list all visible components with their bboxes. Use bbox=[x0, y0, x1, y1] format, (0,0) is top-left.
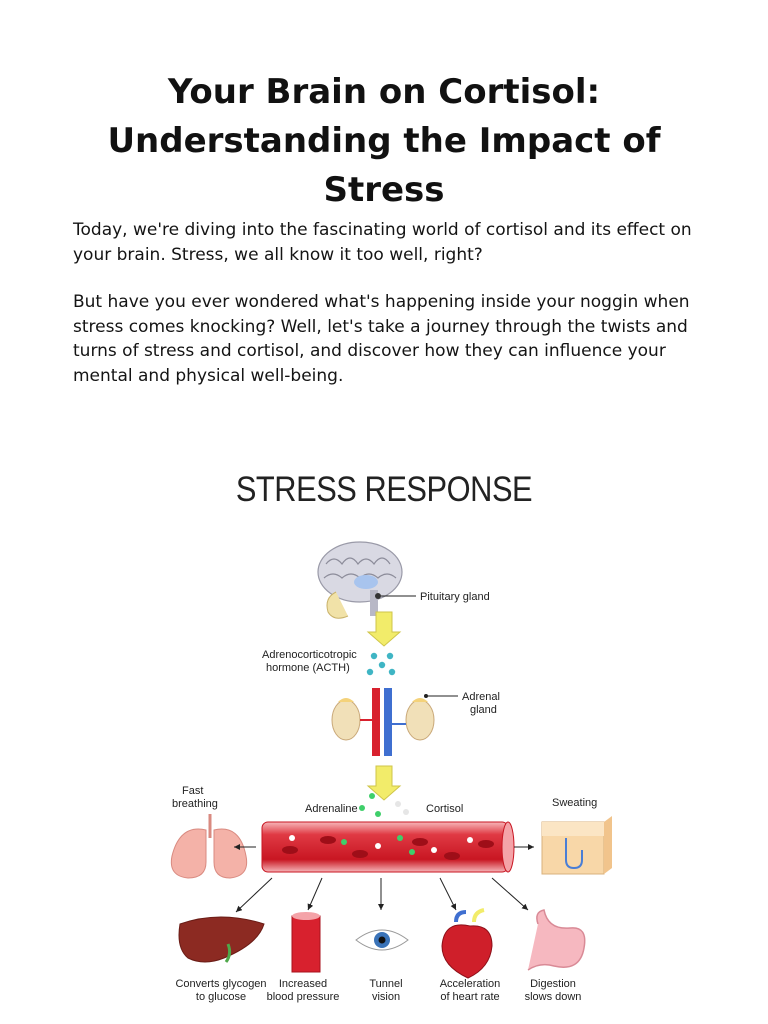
blood-vessel bbox=[261, 821, 515, 873]
effect-label: Tunnel bbox=[369, 978, 402, 990]
effect-label: Digestion bbox=[530, 978, 576, 990]
stress-response-diagram: Pituitary gland Adrenocorticotropic horm… bbox=[170, 541, 612, 1003]
effect-label: Converts glycogen bbox=[175, 978, 266, 990]
brain-icon bbox=[317, 541, 403, 619]
adrenal-gland-icon bbox=[331, 688, 435, 756]
article-title: Your Brain on Cortisol: Understanding th… bbox=[107, 72, 661, 210]
down-arrow-icon bbox=[366, 611, 402, 647]
artery-icon bbox=[291, 912, 321, 973]
down-arrow-icon bbox=[366, 765, 402, 801]
effect-arrows bbox=[234, 844, 534, 913]
hormone-dots bbox=[359, 793, 409, 817]
effect-label: to glucose bbox=[196, 991, 246, 1003]
effect-label: blood pressure bbox=[267, 991, 340, 1003]
effect-label: slows down bbox=[525, 991, 582, 1003]
liver-icon bbox=[178, 916, 265, 963]
adrenal-label-line1: Adrenal bbox=[462, 691, 500, 703]
adrenal-label-line2: gland bbox=[470, 704, 497, 716]
adrenaline-label: Adrenaline bbox=[305, 803, 358, 815]
effect-labels: Converts glycogen to glucose Increased b… bbox=[175, 978, 581, 1003]
figure-title: STRESS RESPONSE bbox=[235, 470, 533, 509]
cortisol-label: Cortisol bbox=[426, 803, 463, 815]
acth-dots bbox=[366, 652, 396, 676]
pituitary-label: Pituitary gland bbox=[420, 591, 490, 603]
effect-label: of heart rate bbox=[440, 991, 499, 1003]
eye-icon bbox=[355, 929, 409, 951]
sweating-label: Sweating bbox=[552, 797, 597, 809]
heart-icon bbox=[441, 908, 493, 979]
acth-label-line2: hormone (ACTH) bbox=[266, 662, 350, 674]
stomach-icon bbox=[527, 909, 586, 971]
fast-breathing-line2: breathing bbox=[172, 798, 218, 810]
effect-label: Increased bbox=[279, 978, 327, 990]
effect-label: Acceleration bbox=[440, 978, 501, 990]
effect-label: vision bbox=[372, 991, 400, 1003]
lungs-icon bbox=[170, 814, 248, 879]
skin-sweat-icon bbox=[541, 816, 612, 875]
acth-label-line1: Adrenocorticotropic bbox=[262, 649, 357, 661]
fast-breathing-line1: Fast bbox=[182, 785, 203, 797]
intro-paragraph: Today, we're diving into the fascinating… bbox=[73, 220, 692, 265]
body-paragraph: But have you ever wondered what's happen… bbox=[73, 292, 690, 386]
